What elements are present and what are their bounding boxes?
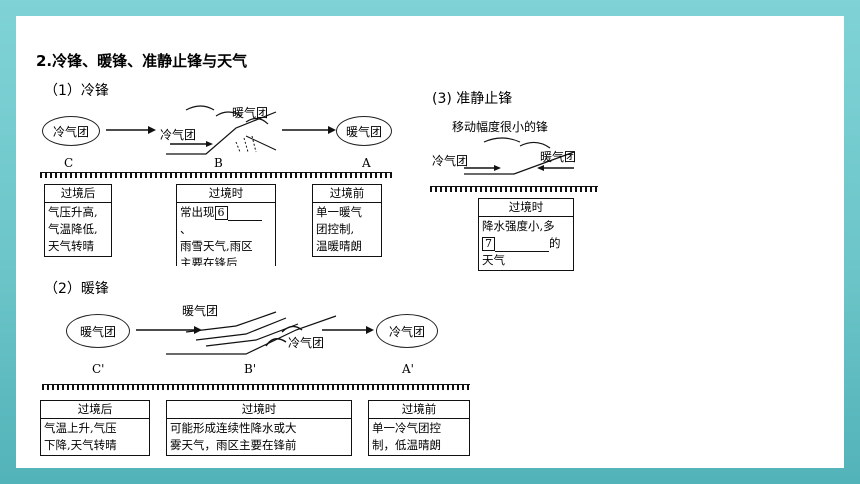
cold-front-diagram [106,105,336,155]
during-head: 过境时 [167,401,351,419]
after-line: 气压升高, [48,205,98,219]
during-line: 天气 [482,253,505,267]
during-prefix: 常出现 [180,205,215,219]
stationary-front-figure: 移动幅度很小的锋 冷气团 暖气团 过境时 降水强度小,多 7 的 天气 [424,112,602,276]
warm-air-mass-cloud-left: 暖气团 [66,314,130,348]
blank-number-6: 6 [214,206,228,220]
answer-blank [227,209,262,221]
warm-front-diagram [136,311,374,355]
position-a-prime-label: A' [402,362,414,376]
after-line: 气温上升,气压 [44,421,117,435]
warm-air-mass-cloud-right: 暖气团 [336,116,392,146]
during-line: 可能形成连续性降水或大 [170,421,297,435]
after-line: 天气转晴 [48,239,94,253]
stationary-caption: 移动幅度很小的锋 [452,120,549,134]
before-line: 温暖晴朗 [316,239,362,253]
ground-line [40,172,392,178]
before-line: 单一暖气 [316,205,362,219]
warm-air-mass-label-mid: 暖气团 [232,106,269,120]
cold-front-after-box: 过境后 气压升高, 气温降低, 天气转晴 [44,184,112,257]
cold-front-before-box: 过境前 单一暖气 团控制, 温暖晴朗 [312,184,382,257]
during-head: 过境时 [479,199,573,217]
during-line: 主要在锋后 [180,256,238,266]
after-line: 下降,天气转晴 [44,438,117,452]
position-c-label: C [64,156,74,170]
during-suffix: 、 [180,222,192,236]
cold-air-mass-label-mid: 冷气团 [288,336,325,350]
stationary-cold-mass: 冷气团 [432,154,469,168]
position-c-prime-label: C' [92,362,105,376]
after-line: 气温降低, [48,222,98,236]
stationary-during-box: 过境时 降水强度小,多 7 的 天气 [478,198,574,271]
before-line: 制，低温晴朗 [372,438,441,452]
warm-front-during-box: 过境时 可能形成连续性降水或大 雾天气，雨区主要在锋前 [166,400,352,456]
cold-air-mass-cloud-right: 冷气团 [376,314,438,348]
before-head: 过境前 [369,401,469,419]
warm-air-mass-label-mid: 暖气团 [182,304,219,318]
during-suffix: 的 [549,236,561,250]
blank-number-7: 7 [482,237,495,251]
cold-air-mass-cloud-left: 冷气团 [42,116,100,146]
stationary-front-diagram [464,137,575,175]
during-line: 雾天气，雨区主要在锋前 [170,438,297,452]
warm-front-before-box: 过境前 单一冷气团控 制，低温晴朗 [368,400,470,456]
warm-front-heading: （2）暖锋 [44,281,109,297]
after-head: 过境后 [41,401,149,419]
answer-blank [495,240,549,252]
stationary-warm-mass: 暖气团 [540,150,577,164]
after-head: 过境后 [45,185,111,203]
stationary-front-heading: (3) 准静止锋 [432,91,513,107]
position-b-prime-label: B' [244,362,257,376]
during-line: 降水强度小,多 [482,219,555,233]
before-line: 单一冷气团控 [372,421,441,435]
before-head: 过境前 [313,185,381,203]
during-line: 雨雪天气,雨区 [180,239,253,253]
warm-front-figure: 暖气团 暖气团 冷气团 冷气团 C' B' A' 过境后 气温上升,气压 下降,… [36,296,476,468]
ground-line [430,186,598,192]
cold-front-figure: 冷气团 冷气团 暖气团 暖气团 C B A 过境后 气压升高, 气温降低, 天气… [36,98,396,266]
cold-air-mass-label-mid: 冷气团 [160,128,197,142]
page-title: 2.冷锋、暖锋、准静止锋与天气 [36,52,248,70]
warm-front-after-box: 过境后 气温上升,气压 下降,天气转晴 [40,400,150,456]
during-head: 过境时 [177,185,275,203]
cold-front-heading: （1）冷锋 [44,83,109,99]
before-line: 团控制, [316,222,355,236]
position-b-label: B [214,156,223,170]
ground-line [42,384,470,390]
position-a-label: A [362,156,371,170]
